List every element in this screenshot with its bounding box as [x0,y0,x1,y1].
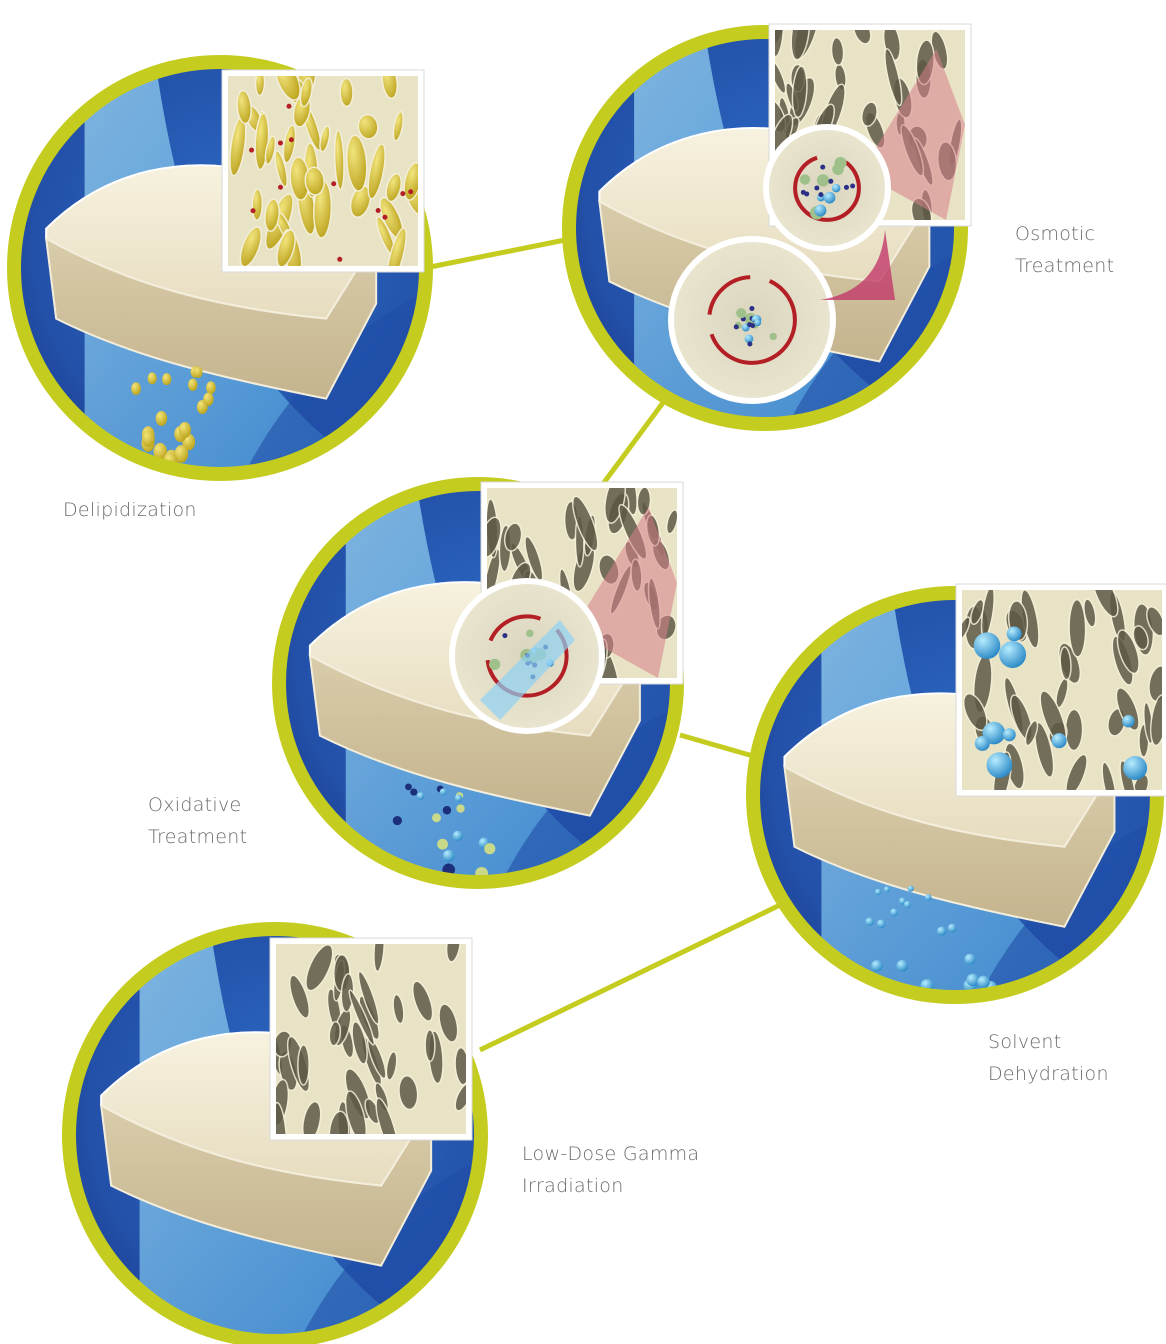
label-oxidative-line-1: Oxidative [148,789,247,821]
label-oxidative: Oxidative Treatment [148,789,247,853]
label-delipidization-line-1: Delipidization [63,494,197,526]
step-circle-oxidative [273,470,683,951]
connector-delipidization-osmotic [425,240,565,268]
label-solvent: Solvent Dehydration [988,1026,1109,1090]
label-osmotic-line-1: Osmotic [1015,218,1114,250]
label-oxidative-line-2: Treatment [148,821,247,853]
microscope-inset [222,56,432,286]
label-gamma-line-1: Low-Dose Gamma [522,1138,699,1170]
step-circle-delipidization [8,56,432,533]
label-osmotic-line-2: Treatment [1015,250,1114,282]
step-circle-solvent [747,567,1166,1059]
label-solvent-line-1: Solvent [988,1026,1109,1058]
magnified-cell [763,124,891,252]
connector-solvent-gamma [480,905,780,1050]
label-osmotic: Osmotic Treatment [1015,218,1114,282]
microscope-inset [954,567,1166,810]
connector-oxidative-solvent [680,735,760,758]
magnified-cell [668,236,836,404]
label-solvent-line-2: Dehydration [988,1058,1109,1090]
label-gamma: Low-Dose Gamma Irradiation [522,1138,699,1202]
microscope-inset [267,925,475,1160]
label-gamma-line-2: Irradiation [522,1170,699,1202]
step-circle-gamma [63,923,487,1344]
label-delipidization: Delipidization [63,494,197,526]
step-circle-osmotic [563,0,971,430]
